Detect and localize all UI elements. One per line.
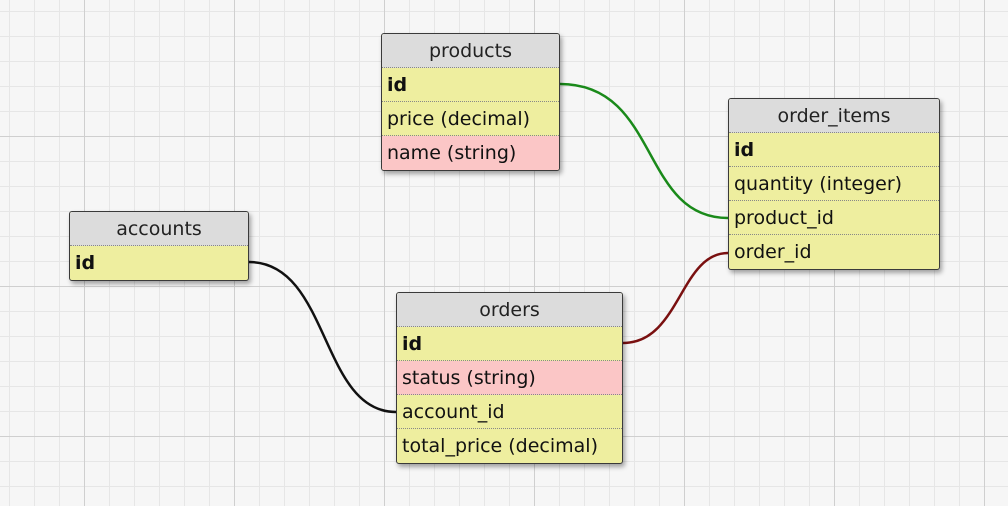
table-orders-header[interactable]: orders: [397, 293, 622, 327]
table-orders[interactable]: orders id status (string) account_id tot…: [396, 292, 623, 464]
order-items-field-quantity[interactable]: quantity (integer): [729, 167, 939, 201]
relation-orders-order-items[interactable]: [622, 251, 729, 345]
order-items-field-id[interactable]: id: [729, 133, 939, 167]
table-accounts[interactable]: accounts id: [69, 211, 249, 281]
table-products-header[interactable]: products: [382, 34, 559, 68]
orders-field-total-price[interactable]: total_price (decimal): [402, 435, 599, 457]
products-field-id[interactable]: id: [382, 68, 559, 102]
table-products[interactable]: products id price (decimal) name (string…: [381, 33, 560, 171]
relation-products-order-items[interactable]: [559, 82, 729, 220]
table-order-items[interactable]: order_items id quantity (integer) produc…: [728, 98, 940, 270]
table-accounts-header[interactable]: accounts: [70, 212, 248, 246]
accounts-field-id[interactable]: id: [75, 252, 96, 274]
products-field-name[interactable]: name (string): [382, 136, 559, 170]
orders-field-id[interactable]: id: [397, 327, 622, 361]
orders-field-status[interactable]: status (string): [397, 361, 622, 395]
table-order-items-header[interactable]: order_items: [729, 99, 939, 133]
orders-field-account-id[interactable]: account_id: [397, 395, 622, 429]
relation-accounts-orders[interactable]: [248, 260, 397, 414]
order-items-field-product-id[interactable]: product_id: [729, 201, 939, 235]
order-items-field-order-id[interactable]: order_id: [734, 241, 812, 263]
products-field-price[interactable]: price (decimal): [382, 102, 559, 136]
